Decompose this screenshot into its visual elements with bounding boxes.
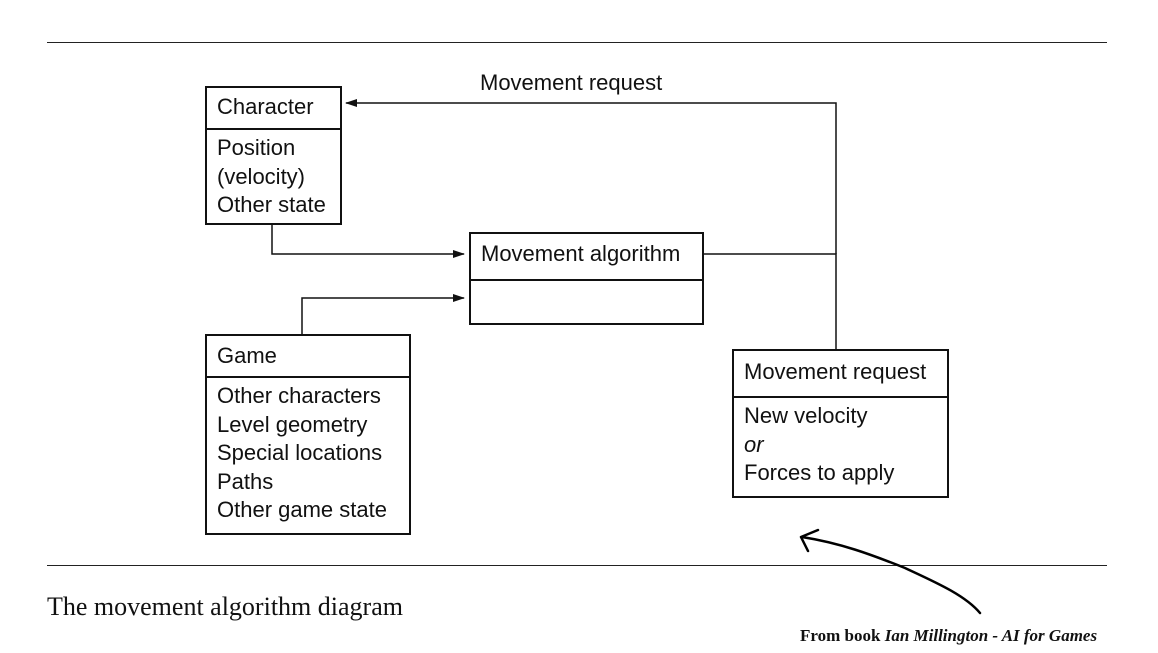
game-line: Level geometry bbox=[217, 411, 368, 437]
credit-source: Ian Millington - AI for Games bbox=[884, 626, 1098, 645]
line-algorithm-to-request bbox=[704, 253, 837, 349]
character-line: Position bbox=[217, 135, 296, 160]
figure-caption: The movement algorithm diagram bbox=[47, 592, 403, 621]
character-title: Character bbox=[207, 88, 340, 130]
top-rule bbox=[47, 42, 1107, 43]
character-line: (velocity) bbox=[217, 163, 306, 189]
algorithm-box: Movement algorithm bbox=[469, 232, 704, 325]
arrow-character-to-algorithm bbox=[271, 224, 465, 258]
arrow-game-to-algorithm bbox=[301, 294, 465, 335]
top-request-label: Movement request bbox=[480, 70, 663, 95]
character-box: Character Position (velocity) Other stat… bbox=[205, 86, 342, 225]
request-body: New velocity or Forces to apply bbox=[734, 398, 947, 496]
game-title: Game bbox=[207, 336, 409, 378]
arrow-request-to-character bbox=[345, 99, 837, 254]
request-line: Forces to apply bbox=[744, 460, 895, 485]
request-box: Movement request New velocity or Forces … bbox=[732, 349, 949, 498]
credit-prefix: From book bbox=[800, 626, 881, 645]
game-body: Other characters Level geometry Special … bbox=[207, 378, 409, 533]
game-box: Game Other characters Level geometry Spe… bbox=[205, 334, 411, 535]
game-line: Special locations bbox=[217, 440, 383, 465]
algorithm-title: Movement algorithm bbox=[471, 234, 702, 281]
algorithm-body bbox=[471, 281, 702, 323]
game-line: Paths bbox=[217, 468, 274, 494]
character-body: Position (velocity) Other state bbox=[207, 130, 340, 223]
game-line: Other game state bbox=[217, 497, 387, 522]
hand-drawn-pointer-arrow bbox=[799, 528, 982, 615]
source-credit: From book Ian Millington - AI for Games bbox=[800, 626, 1097, 646]
game-line: Other characters bbox=[217, 383, 381, 408]
bottom-rule bbox=[47, 565, 1107, 566]
request-line: New velocity bbox=[744, 403, 868, 428]
character-line: Other state bbox=[217, 192, 326, 217]
request-title: Movement request bbox=[734, 351, 947, 398]
request-line-or: or bbox=[744, 431, 764, 457]
